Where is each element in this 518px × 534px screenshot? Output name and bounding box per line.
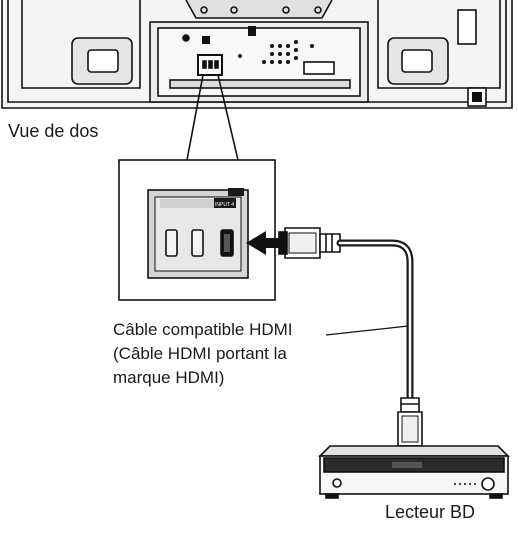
cable-label: Câble compatible HDMI (Câble HDMI portan… xyxy=(113,318,293,390)
cable-label-line-2: (Câble HDMI portant la xyxy=(113,344,287,363)
terminal-dots xyxy=(238,40,314,64)
cable-label-line-3: marque HDMI) xyxy=(113,368,225,387)
hdmi-plug-icon xyxy=(278,227,341,259)
tv-back-panel xyxy=(1,0,513,109)
hdmi-cable-inner xyxy=(338,241,412,402)
closeup-box xyxy=(118,159,276,301)
closeup-port-label: INPUT 4 xyxy=(215,202,234,208)
hdmi-cable xyxy=(336,239,414,404)
hdmi-plug-lower xyxy=(397,397,423,453)
bd-player-label: Lecteur BD xyxy=(385,502,476,522)
back-view-label: Vue de dos xyxy=(8,121,99,141)
arrow-icon xyxy=(246,231,280,255)
zoom-leader-lines xyxy=(186,74,239,161)
cable-pointer xyxy=(325,325,409,336)
bd-player xyxy=(318,445,510,499)
cable-label-line-1: Câble compatible HDMI xyxy=(113,320,293,339)
